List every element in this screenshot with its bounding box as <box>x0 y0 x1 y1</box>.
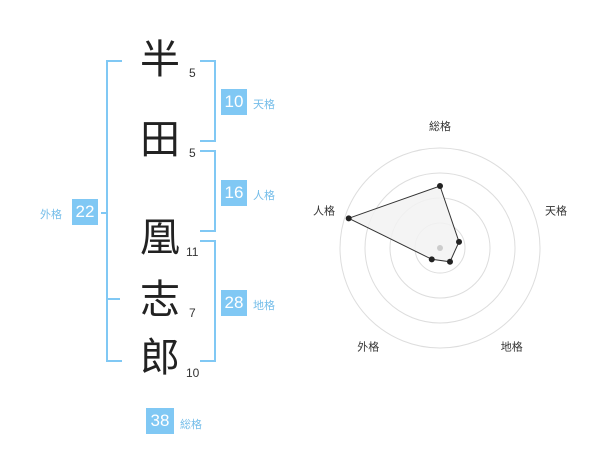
radar-axis-label-1: 総格 <box>429 119 451 133</box>
chikaku-bracket <box>200 240 216 362</box>
tenkaku-bracket <box>200 60 216 142</box>
gaikaku-bracket-tick <box>106 298 120 300</box>
radar-axis-label-2: 天格 <box>545 203 567 217</box>
chikaku-label: 地格 <box>253 299 275 312</box>
stroke-count-1: 5 <box>189 66 196 80</box>
char-4: 志 <box>140 277 180 323</box>
radar-point-4 <box>428 256 435 263</box>
char-5: 郎 <box>140 335 180 381</box>
jinkaku-bracket <box>200 150 216 232</box>
gaikaku-label: 外格 <box>40 208 62 221</box>
radar-point-2 <box>456 238 463 245</box>
stroke-count-2: 5 <box>189 146 196 160</box>
char-3: 凰 <box>140 215 180 261</box>
soukaku-label: 総格 <box>180 418 202 431</box>
tenkaku-label: 天格 <box>253 98 275 111</box>
soukaku-value-badge: 38 <box>146 408 174 434</box>
stroke-count-5: 10 <box>186 366 200 380</box>
gaikaku-value-badge: 22 <box>72 199 98 225</box>
gaikaku-connector <box>101 212 107 214</box>
radar-ring-4 <box>339 147 541 349</box>
stroke-count-3: 11 <box>186 245 199 259</box>
radar-point-5 <box>345 215 352 222</box>
radar-point-1 <box>437 183 443 189</box>
radar-axis-label-3: 地格 <box>501 340 523 354</box>
jinkaku-value-badge: 16 <box>221 180 247 206</box>
radar-axis-label-4: 外格 <box>357 340 379 354</box>
gaikaku-bracket <box>106 60 122 362</box>
char-2: 田 <box>140 117 180 163</box>
tenkaku-value-badge: 10 <box>221 89 247 115</box>
jinkaku-label: 人格 <box>253 189 275 202</box>
chikaku-value-badge: 28 <box>221 290 247 316</box>
radar-ring-3 <box>364 172 516 324</box>
stroke-count-4: 7 <box>189 306 196 320</box>
radar-point-3 <box>446 258 453 265</box>
radar-polygon <box>347 185 460 263</box>
radar-center-point <box>437 245 443 251</box>
char-1: 半 <box>140 37 180 83</box>
radar-axis-label-5: 人格 <box>313 203 335 217</box>
